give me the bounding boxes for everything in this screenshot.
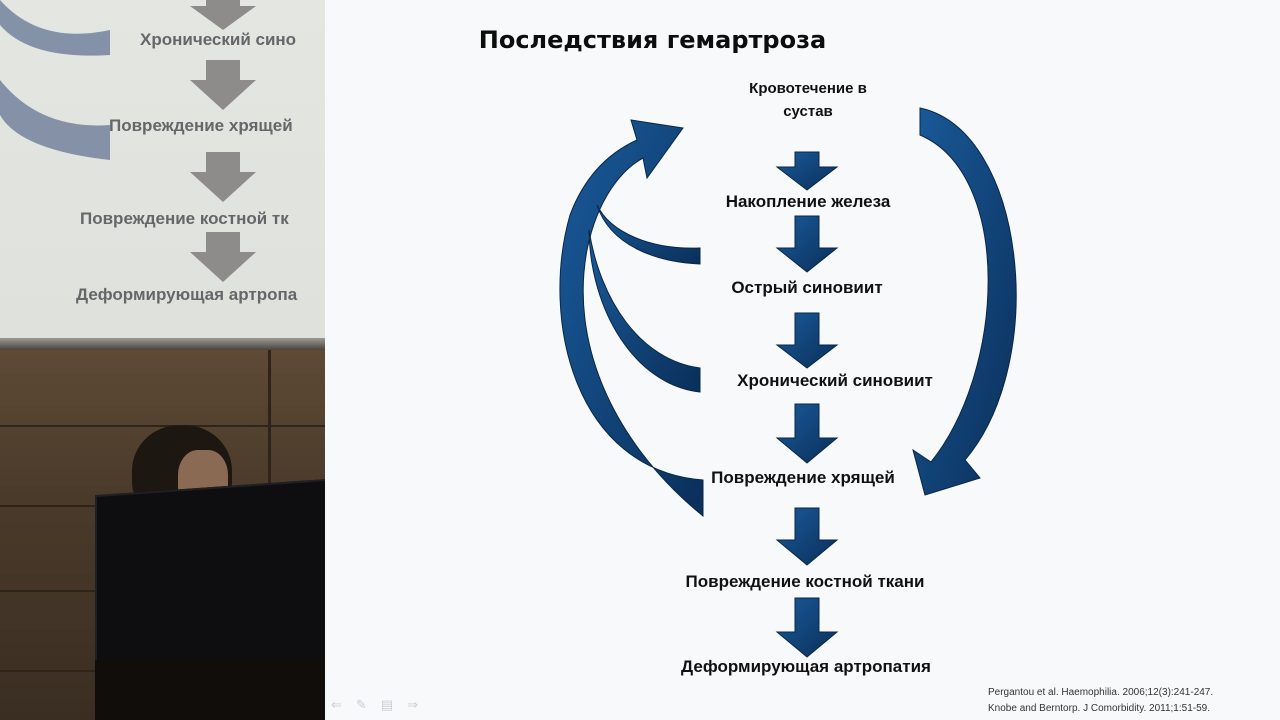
feedback-arrow-cartilage xyxy=(559,119,704,518)
flow-diagram xyxy=(559,107,1017,658)
down-arrow xyxy=(775,151,839,191)
reference-item: Pergantou et al. Haemophilia. 2006;12(3)… xyxy=(988,687,1214,698)
reference-item: Knobe and Berntorp. J Comorbidity. 2011;… xyxy=(988,703,1210,714)
step-cartilage-damage: Повреждение хрящей xyxy=(711,467,895,489)
next-icon[interactable]: ⇒ xyxy=(407,697,419,712)
step-label: Повреждение хрящей xyxy=(711,468,895,487)
prev-icon[interactable]: ⇐ xyxy=(331,697,342,712)
camera-view: Хронический сино Повреждение хрящей Повр… xyxy=(0,0,325,720)
step-label: Хронический синовиит xyxy=(737,371,933,390)
menu-icon[interactable]: ▤ xyxy=(380,697,394,712)
step-chronic-synovitis: Хронический синовиит xyxy=(737,370,933,392)
presentation-slide: Последствия гемартроза Кровотечение в су… xyxy=(325,0,1280,720)
step-bone-damage: Повреждение костной ткани xyxy=(686,571,925,593)
wall-seam xyxy=(0,425,325,427)
down-arrow xyxy=(775,597,839,658)
step-iron-accumulation: Накопление железа xyxy=(726,191,891,213)
slide-title: Последствия гемартроза xyxy=(478,26,827,54)
step-acute-synovitis: Острый синовиит xyxy=(731,277,882,299)
step-label: Острый синовиит xyxy=(731,278,883,297)
references: Pergantou et al. Haemophilia. 2006;12(3)… xyxy=(988,685,1213,717)
step-arthropathy: Деформирующая артропатия xyxy=(681,656,931,678)
step-label: Деформирующая артропатия xyxy=(681,657,931,676)
step-label: Накопление железа xyxy=(725,192,891,211)
down-arrow xyxy=(775,403,839,464)
projected-text: Повреждение костной тк xyxy=(80,209,289,228)
slide-nav-toolbar: ⇐ ✎ ▤ ⇒ xyxy=(331,697,418,713)
podium-monitor xyxy=(95,478,325,685)
feedback-arrow-chronic xyxy=(588,229,701,393)
projected-arrows xyxy=(0,0,256,282)
forward-arrow-bleeding-to-cartilage xyxy=(912,107,1017,496)
projected-text: Повреждение хрящей xyxy=(109,116,293,135)
screen-bottom-edge xyxy=(0,338,325,352)
down-arrow xyxy=(775,507,839,566)
pen-icon[interactable]: ✎ xyxy=(355,697,367,712)
projected-text: Деформирующая артропа xyxy=(76,285,298,304)
step-label: Повреждение костной ткани xyxy=(685,572,925,591)
down-arrow xyxy=(775,312,839,369)
down-arrow xyxy=(775,215,839,273)
feedback-arrow-acute xyxy=(596,204,701,265)
step-label: Кровотечение в сустав xyxy=(749,80,867,120)
projected-text: Хронический сино xyxy=(140,30,297,49)
podium-desk xyxy=(95,660,325,720)
step-bleeding: Кровотечение в сустав xyxy=(749,77,867,123)
